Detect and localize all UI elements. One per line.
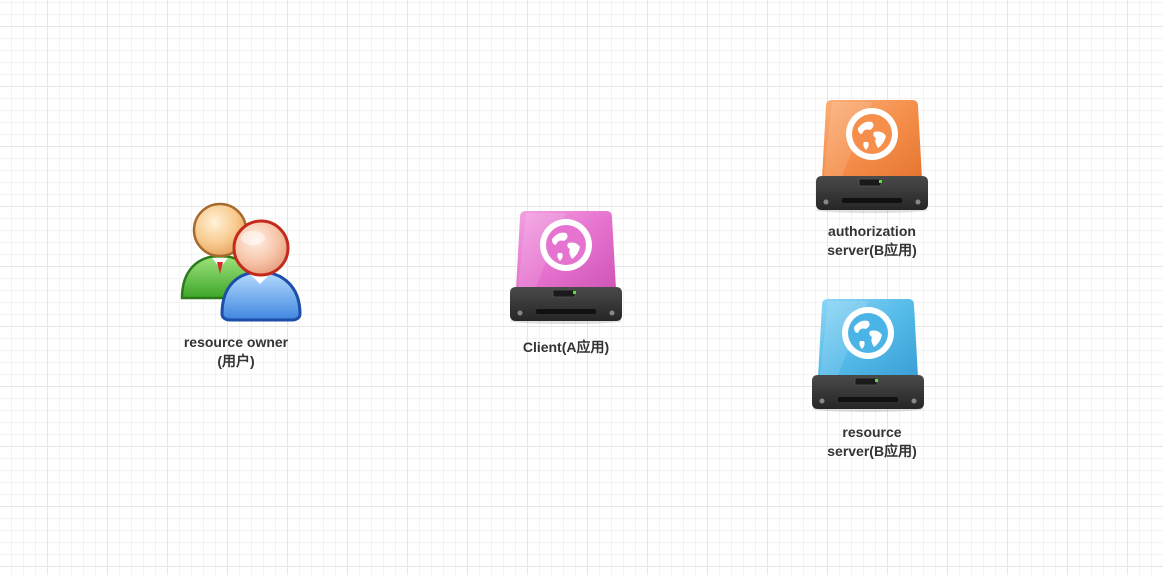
web-server-drive-icon <box>510 211 622 324</box>
authorization-server-node[interactable] <box>812 98 932 214</box>
client-label-line1: Client(A应用) <box>522 339 610 355</box>
resource-server-label-line1: resource <box>842 424 902 440</box>
web-server-drive-icon <box>812 299 924 412</box>
resource-server-label-line2: server(B应用) <box>827 443 917 459</box>
authorization-server-label-line2: server(B应用) <box>827 242 917 258</box>
web-server-drive-icon <box>816 100 928 213</box>
resource-owner-label: resource owner (用户) <box>166 333 306 371</box>
resource-server-label: resource server(B应用) <box>802 423 942 461</box>
client-label: Client(A应用) <box>496 338 636 357</box>
authorization-server-label: authorization server(B应用) <box>802 222 942 260</box>
users-icon <box>180 202 302 322</box>
resource-owner-label-line1: resource owner <box>183 334 289 350</box>
client-node[interactable] <box>506 209 626 325</box>
resource-owner-node[interactable] <box>178 200 304 322</box>
resource-server-node[interactable] <box>808 297 928 413</box>
resource-owner-label-line2: (用户) <box>217 353 255 369</box>
authorization-server-label-line1: authorization <box>828 223 916 239</box>
